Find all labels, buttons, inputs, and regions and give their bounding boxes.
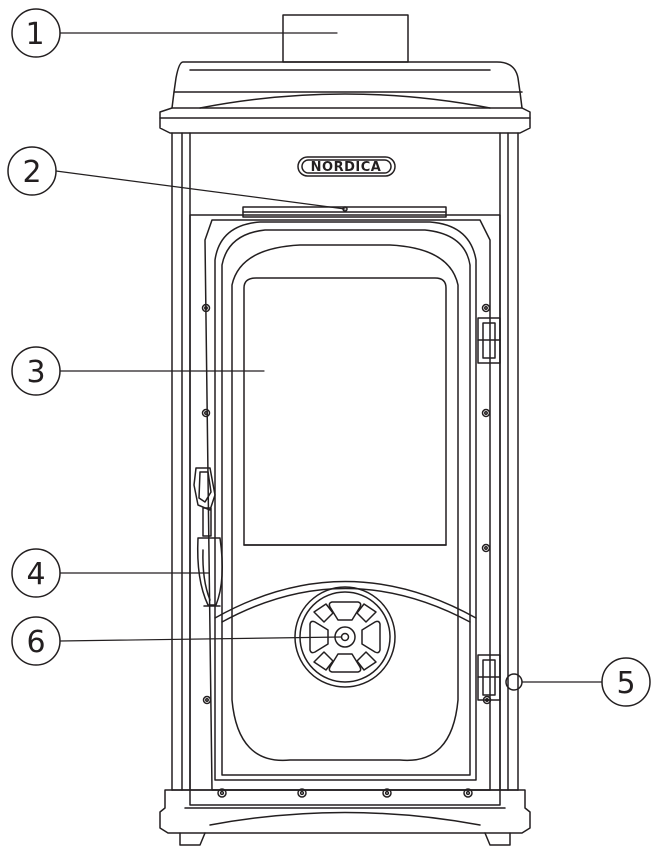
callout-1: 1 (11, 8, 61, 58)
control-keypad (294, 586, 396, 688)
door-hinges (477, 317, 501, 701)
fire-window (243, 277, 447, 546)
callout-4-label: 4 (26, 557, 45, 592)
callout-5: 5 (601, 657, 651, 707)
top-cover (159, 61, 531, 134)
callout-5-label: 5 (616, 666, 635, 701)
brand-logo-text: NORDICA (311, 160, 382, 175)
callout-6: 6 (11, 616, 61, 666)
flue-pipe (282, 14, 409, 63)
leader-lines (55, 32, 603, 683)
door-screws (201, 303, 492, 705)
callout-3-label: 3 (26, 355, 45, 390)
door-handle (193, 467, 223, 607)
callout-4: 4 (11, 548, 61, 598)
callout-2: 2 (7, 146, 57, 196)
lower-screws (217, 788, 473, 798)
stove-body (171, 132, 519, 791)
callout-6-label: 6 (26, 625, 45, 660)
callout-3: 3 (11, 346, 61, 396)
brand-logo: NORDICA (297, 156, 396, 177)
stove-base (159, 789, 531, 846)
door-frame (189, 206, 501, 806)
callout-1-label: 1 (25, 17, 44, 52)
callout-2-label: 2 (22, 155, 41, 190)
control-arch (214, 580, 477, 623)
door (214, 221, 477, 781)
